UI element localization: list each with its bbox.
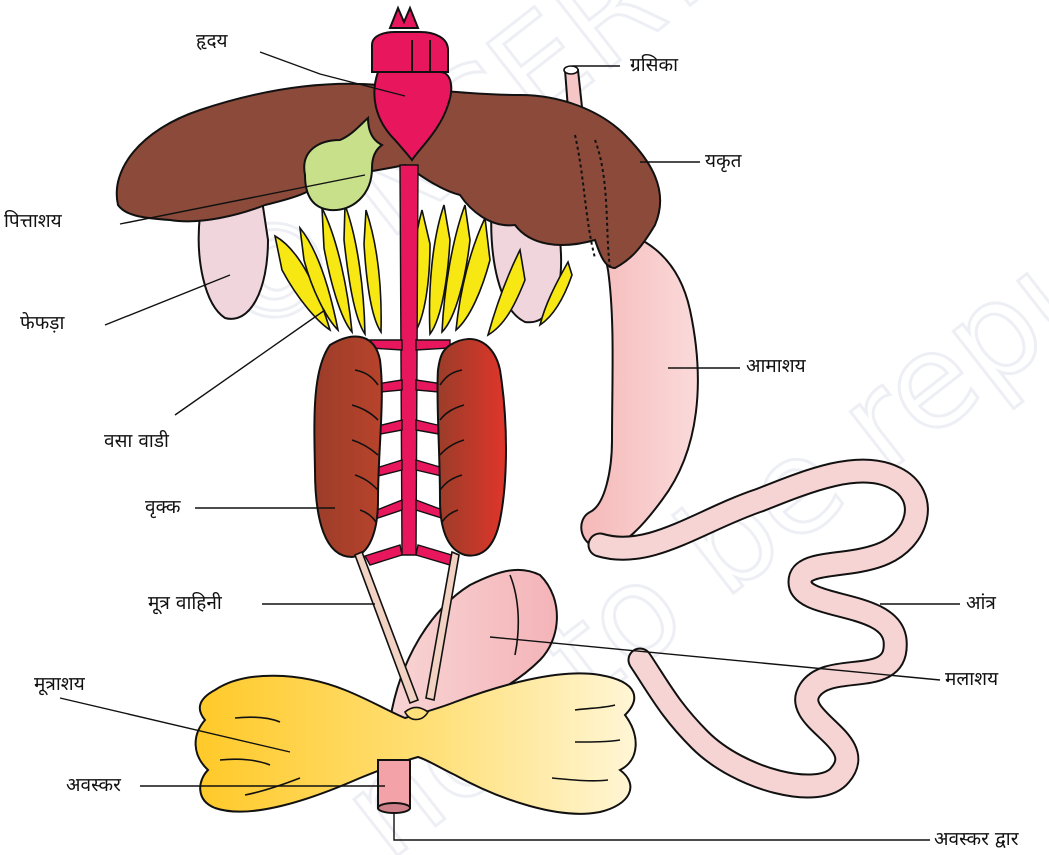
label-kidney: वृक्क — [145, 498, 181, 517]
label-stomach: आमाशय — [746, 357, 806, 376]
label-heart: हृदय — [196, 32, 228, 51]
label-esophagus: ग्रसिका — [630, 56, 678, 75]
label-liver: यकृत — [705, 152, 741, 171]
label-rectum: मलाशय — [945, 670, 998, 689]
label-cloaca: अवस्कर — [66, 776, 121, 795]
label-intestine: आंत्र — [966, 594, 996, 613]
label-urinary-bladder: मूत्राशय — [34, 675, 85, 694]
label-lungs: फेफड़ा — [20, 314, 64, 333]
label-ureter: मूत्र वाहिनी — [148, 594, 222, 613]
label-cloacal-aperture: अवस्कर द्वार — [934, 830, 1019, 849]
label-fat-bodies: वसा वाडी — [104, 432, 169, 451]
label-gall-bladder: पित्ताशय — [4, 212, 62, 231]
